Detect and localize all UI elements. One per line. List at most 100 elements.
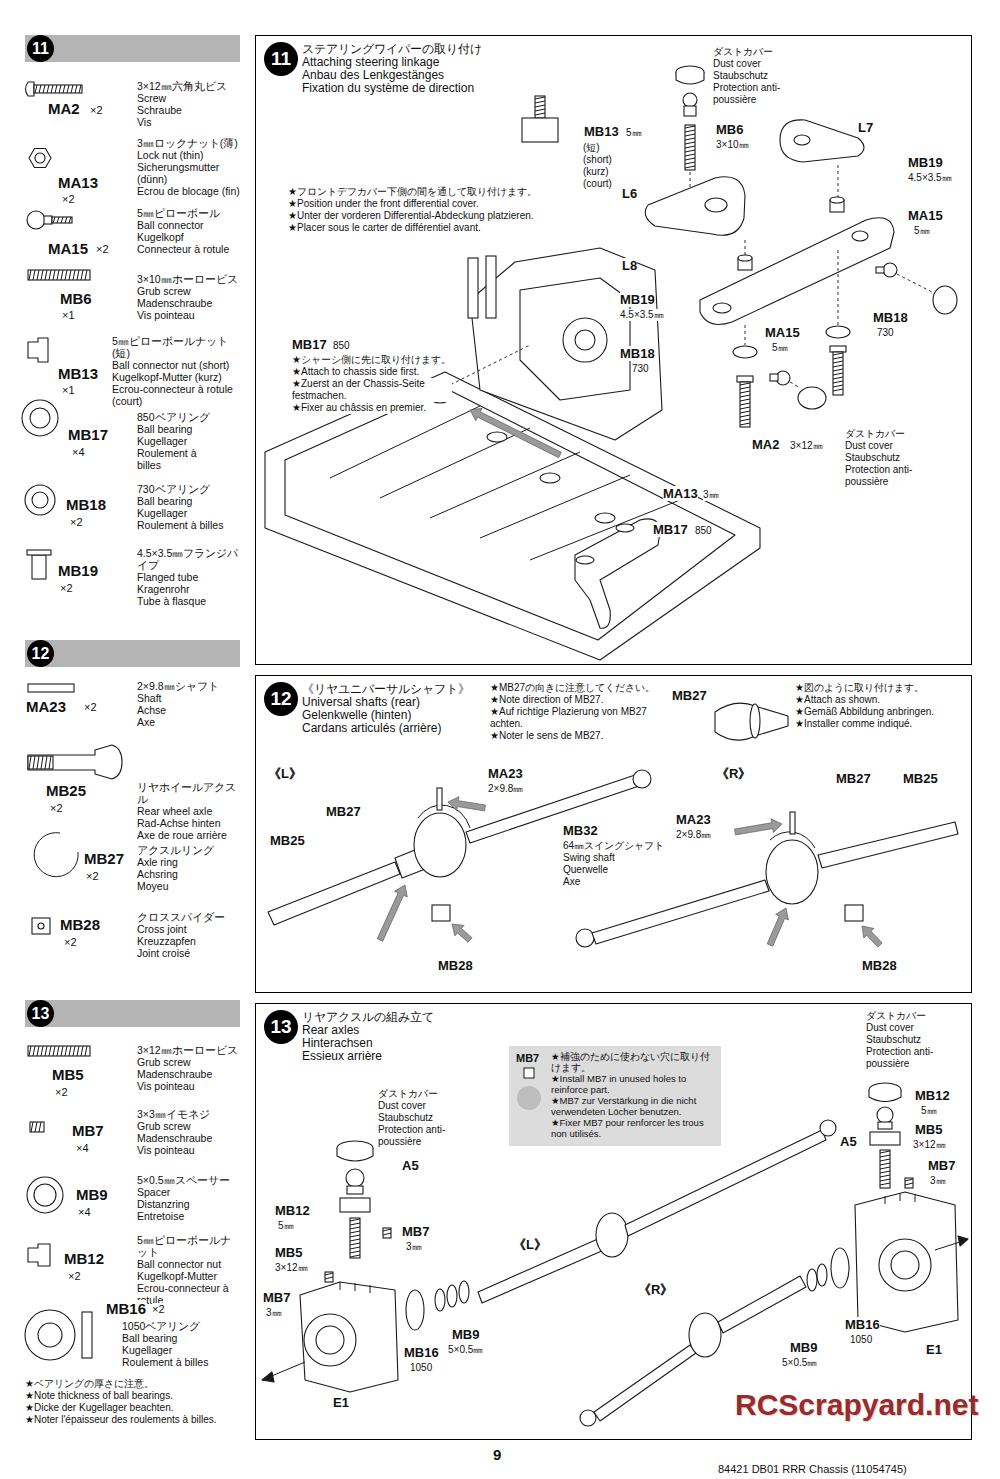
label-group: MB18 [66, 496, 106, 513]
part-description: Grub screw [137, 1056, 191, 1068]
illustration-part [764, 905, 793, 948]
illustration-part [383, 1229, 391, 1235]
label-group: MA23 [26, 698, 66, 715]
step-header-bar: 11 [25, 35, 240, 62]
callout-note: 3㎜ [406, 1241, 422, 1253]
label-group: MB19 [58, 562, 98, 579]
callout-label: MA13 [663, 486, 698, 501]
label-group: MB7 [928, 1158, 955, 1173]
callout-note: 2×9.8㎜ [676, 829, 711, 841]
illustration-part [738, 255, 752, 261]
label-group: ダストカバーDust coverStaubschutzProtection an… [845, 428, 937, 488]
illustration-part [346, 1169, 364, 1187]
illustration-part [435, 1289, 445, 1311]
label-group: 5㎜ [772, 342, 788, 354]
illustration-part [35, 85, 81, 93]
illustration-part [347, 1186, 363, 1194]
illustration-part [487, 432, 507, 442]
callout-label: MB19 [908, 155, 943, 170]
illustration-part [522, 118, 558, 142]
label-group: ★MB27の向きに注意してください。★Note direction of MB2… [490, 682, 670, 742]
part-description: Kugellager [122, 1344, 172, 1356]
callout-note: 3×12㎜ [275, 1262, 308, 1274]
illustration-part [830, 346, 846, 352]
illustration-part [440, 345, 530, 390]
label-group: MB27 [836, 771, 871, 786]
label-group: MB32 [563, 823, 598, 838]
label-group: 850ベアリングBall bearingKugellagerRoulement … [137, 411, 212, 471]
part-description: Spacer [137, 1186, 170, 1198]
label-group: MA13 [663, 486, 698, 501]
callout-note: Dust cover [378, 1100, 426, 1112]
illustration-part [32, 555, 46, 579]
label-group: L8 [622, 258, 637, 273]
illustration-part [30, 1122, 44, 1132]
part-code: MB18 [66, 496, 106, 513]
part-description: Rear wheel axle [137, 805, 212, 817]
callout-note: 3×10㎜ [716, 139, 749, 151]
callout-label: MA15 [765, 325, 800, 340]
note-text: ★Install MB7 in unused holes to reinforc… [551, 1073, 714, 1095]
illustration-part [780, 120, 864, 162]
part-description: 5㎜ピローボールナット [137, 1234, 240, 1258]
label-group: MB25 [903, 771, 938, 786]
label-group: MB13 [584, 124, 619, 139]
illustration-part [447, 919, 474, 945]
label-group: MB16 [845, 1317, 880, 1332]
label-group: 4.5×3.5㎜フランジパイプFlanged tubeKragenrohrTub… [137, 547, 240, 607]
illustration-part [838, 250, 839, 325]
instruction-note: ★Dicke der Kugellager beachten. [25, 1402, 174, 1414]
label-group: ×2 [64, 936, 77, 949]
part-description: Madenschraube [137, 1068, 212, 1080]
illustration-part [447, 919, 474, 945]
illustration-part [374, 882, 412, 943]
callout-label: A5 [402, 1158, 419, 1173]
illustration-part [833, 353, 843, 391]
callout-note: 1050 [410, 1362, 432, 1374]
part-description: Lock nut (thin) [137, 149, 204, 161]
label-group: ダストカバーDust coverStaubschutzProtection an… [713, 46, 805, 106]
label-group: 730ベアリングBall bearingKugellagerRoulement … [137, 483, 223, 531]
part-description: Achsring [137, 868, 178, 880]
part-description: 3㎜ロックナット(薄) [137, 137, 238, 149]
quantity: ×2 [64, 936, 77, 949]
label-group: 5㎜ [921, 1105, 937, 1117]
label-group: 《R》 [716, 766, 751, 781]
illustration-part [28, 756, 53, 769]
label-group: 5㎜ピローボールナット(短)Ball connector nut (short)… [112, 335, 240, 407]
illustration-part [540, 473, 560, 483]
illustration-part [27, 1177, 63, 1213]
label-group: 3×10㎜ [716, 139, 749, 151]
label-group: MB9 [452, 1327, 479, 1342]
part-description: Tube à flasque [137, 595, 206, 607]
illustration-part [818, 822, 958, 868]
label-group: MB17 [653, 522, 688, 537]
part-description: Grub screw [137, 285, 191, 297]
callout-label: MB17 [653, 522, 688, 537]
illustration-part [897, 274, 932, 292]
illustration-part [32, 918, 50, 934]
step-title: Hinterachsen [302, 1037, 373, 1050]
illustration-part [350, 1219, 360, 1257]
part-code: MB12 [64, 1250, 104, 1267]
callout-note: ダストカバー [378, 1088, 438, 1100]
label-group: 3㎜ [406, 1241, 422, 1253]
callout-note: 850 [695, 525, 712, 537]
quantity: ×4 [76, 1142, 89, 1155]
callout-note: 5×0.5㎜ [782, 1357, 817, 1369]
label-group: MB5 [275, 1245, 302, 1260]
part-description: Roulement à billes [137, 519, 223, 531]
illustration-part [406, 1290, 424, 1330]
callout-label: L8 [622, 258, 637, 273]
callout-note: 5×0.5㎜ [448, 1344, 483, 1356]
callout-label: MB9 [790, 1340, 817, 1355]
part-description: Ecrou-connecteur à rotule (court) [112, 383, 240, 407]
illustration-part [857, 921, 885, 950]
callout-label: MB18 [873, 310, 908, 325]
illustration-part [734, 817, 783, 839]
instruction-note: ★Position under the front differential c… [288, 198, 479, 210]
callout-note: Swing shaft [563, 852, 615, 864]
callout-note: 3㎜ [266, 1307, 282, 1319]
illustration-part [877, 1107, 893, 1123]
callout-note: Dust cover [713, 58, 761, 70]
